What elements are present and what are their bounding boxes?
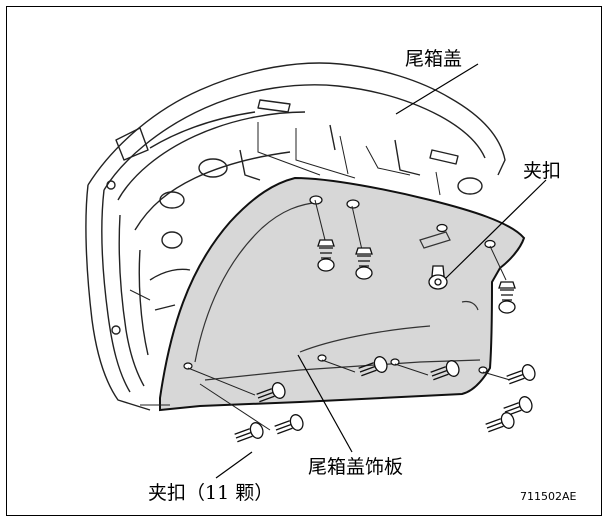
- figure-code: 711502AE: [520, 490, 577, 503]
- clip-3: [498, 281, 516, 314]
- leader-clip: [445, 179, 547, 279]
- label-trunk-lid-trim: 尾箱盖饰板: [308, 456, 404, 478]
- trunk-lid-trim-panel: [159, 176, 526, 412]
- label-clips-count: 夹扣（11 颗）: [148, 482, 274, 504]
- label-clip: 夹扣: [523, 160, 562, 182]
- clip-6: [430, 360, 460, 381]
- clip-12: [485, 412, 515, 433]
- clip-10: [234, 422, 264, 443]
- label-trunk-lid: 尾箱盖: [405, 48, 463, 70]
- clip-1: [317, 239, 335, 272]
- clip-4: [428, 265, 448, 290]
- clip-2: [355, 247, 373, 280]
- clip-5: [358, 356, 388, 377]
- trim-holes: [183, 195, 496, 374]
- alignment-lines: [129, 122, 511, 431]
- leader-lines: [215, 63, 547, 479]
- push-clips: [234, 239, 536, 443]
- clip-9: [274, 414, 304, 435]
- leader-trunk-lid: [395, 63, 479, 115]
- leader-trim: [297, 354, 353, 453]
- trunk-lid-drawing: [85, 62, 506, 411]
- clip-8: [256, 382, 286, 403]
- clip-7: [506, 364, 536, 385]
- leader-clips-count: [215, 451, 253, 479]
